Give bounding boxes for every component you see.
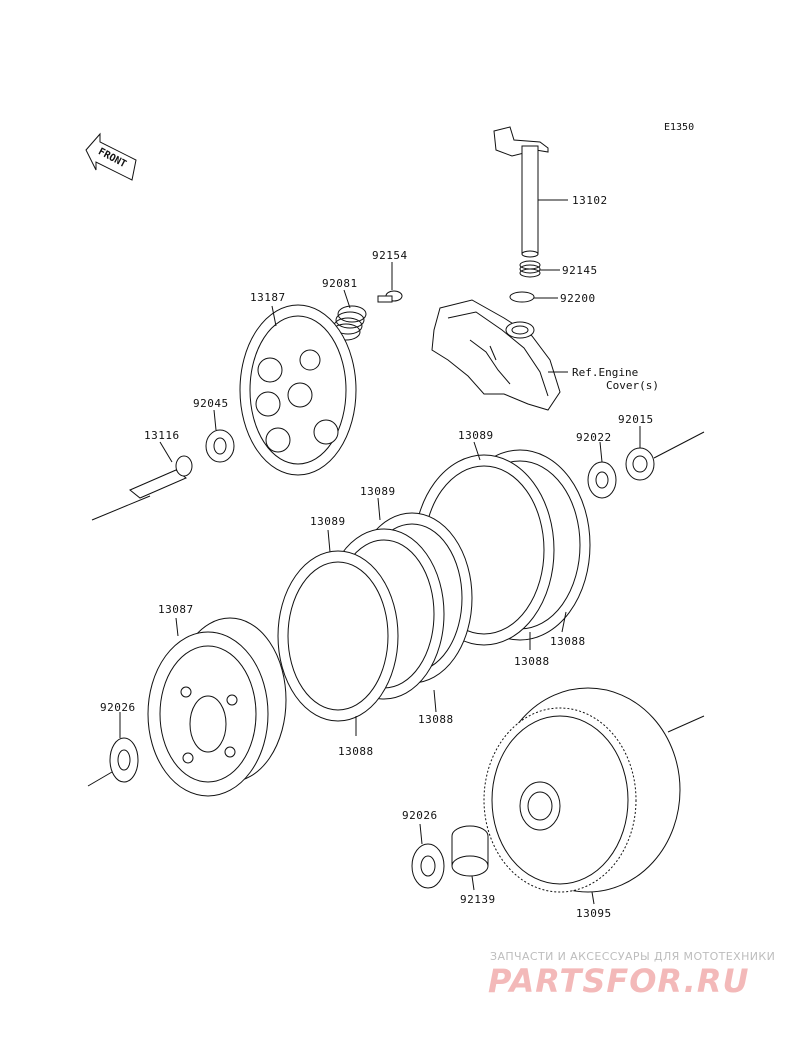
part-label-13116[interactable]: 13116 — [144, 429, 180, 442]
part-label-92154[interactable]: 92154 — [372, 249, 408, 262]
part-label-92022[interactable]: 92022 — [576, 431, 612, 444]
part-label-92026-right[interactable]: 92026 — [402, 809, 438, 822]
part-label-13087[interactable]: 13087 — [158, 603, 194, 616]
part-label-13088-center[interactable]: 13088 — [514, 655, 550, 668]
rod-13116 — [91, 455, 193, 521]
part-label-92200[interactable]: 92200 — [560, 292, 596, 305]
part-label-13095[interactable]: 13095 — [576, 907, 612, 920]
diagram-code: E1350 — [664, 122, 695, 133]
sleeve-92139 — [451, 825, 489, 877]
clutch-housing-13095 — [483, 687, 705, 893]
part-label-13089-left[interactable]: 13089 — [310, 515, 346, 528]
part-label-13088-right[interactable]: 13088 — [550, 635, 586, 648]
part-label-13089-middle[interactable]: 13089 — [360, 485, 396, 498]
clutch-hub-13087 — [147, 617, 287, 797]
part-label-92081[interactable]: 92081 — [322, 277, 358, 290]
washer-92026-left — [87, 737, 139, 787]
watermark-tagline: ЗАПЧАСТИ И АКСЕССУАРЫ ДЛЯ МОТОТЕХНИКИ — [490, 950, 776, 963]
washer-92022 — [587, 461, 617, 499]
washer-92200 — [509, 291, 535, 303]
pressure-plate-13187 — [239, 304, 357, 476]
part-label-92139[interactable]: 92139 — [460, 893, 496, 906]
release-shaft — [493, 126, 549, 258]
ref-label-line1: Ref.Engine — [572, 366, 639, 379]
clutch-plate-stack — [277, 449, 591, 722]
part-label-13187[interactable]: 13187 — [250, 291, 286, 304]
watermark-logo: PARTSFOR.RU — [488, 962, 750, 1000]
part-label-92015[interactable]: 92015 — [618, 413, 654, 426]
front-arrow-icon: FRONT — [85, 132, 137, 181]
bolt-92154 — [377, 290, 403, 303]
bearing-92045 — [205, 429, 235, 463]
ref-label-line2: Cover(s) — [606, 379, 659, 392]
part-label-13089-top[interactable]: 13089 — [458, 429, 494, 442]
ref-engine-cover-label[interactable]: Ref.Engine Cover(s) — [572, 366, 659, 392]
nut-92015 — [625, 431, 705, 481]
leader-lines — [119, 199, 641, 905]
part-label-13088-left[interactable]: 13088 — [338, 745, 374, 758]
part-label-13088-lower[interactable]: 13088 — [418, 713, 454, 726]
washer-92026-right — [411, 843, 445, 889]
part-label-13102[interactable]: 13102 — [572, 194, 608, 207]
part-label-92045[interactable]: 92045 — [193, 397, 229, 410]
engine-cover — [431, 299, 561, 411]
spring-92145 — [519, 260, 541, 278]
part-label-92145[interactable]: 92145 — [562, 264, 598, 277]
part-label-92026-left[interactable]: 92026 — [100, 701, 136, 714]
